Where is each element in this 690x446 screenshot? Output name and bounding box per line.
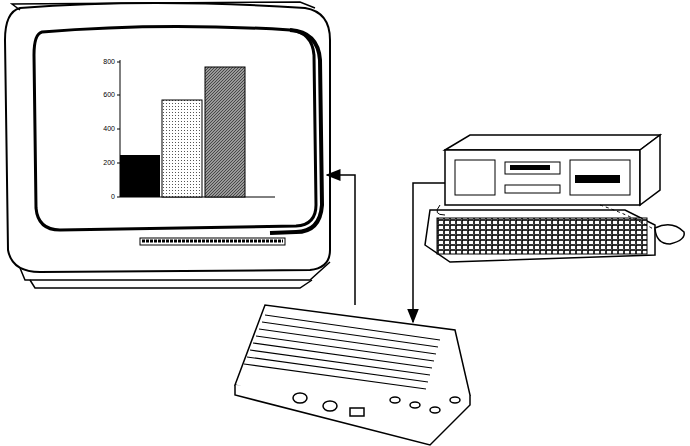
signal-wire [327, 175, 445, 322]
mouse [600, 205, 684, 244]
axis-tick-label: 800 [85, 58, 115, 66]
chart-bar [120, 155, 160, 197]
converter-box [235, 305, 470, 445]
chart-bar [205, 67, 245, 197]
monitor [5, 2, 330, 288]
axis-tick-label: 0 [85, 193, 115, 201]
axis-tick-label: 400 [85, 125, 115, 133]
computer [425, 135, 660, 262]
bar-chart [117, 60, 275, 197]
axis-tick-label: 600 [85, 91, 115, 99]
chart-bar [162, 100, 202, 197]
axis-tick-label: 200 [85, 159, 115, 167]
